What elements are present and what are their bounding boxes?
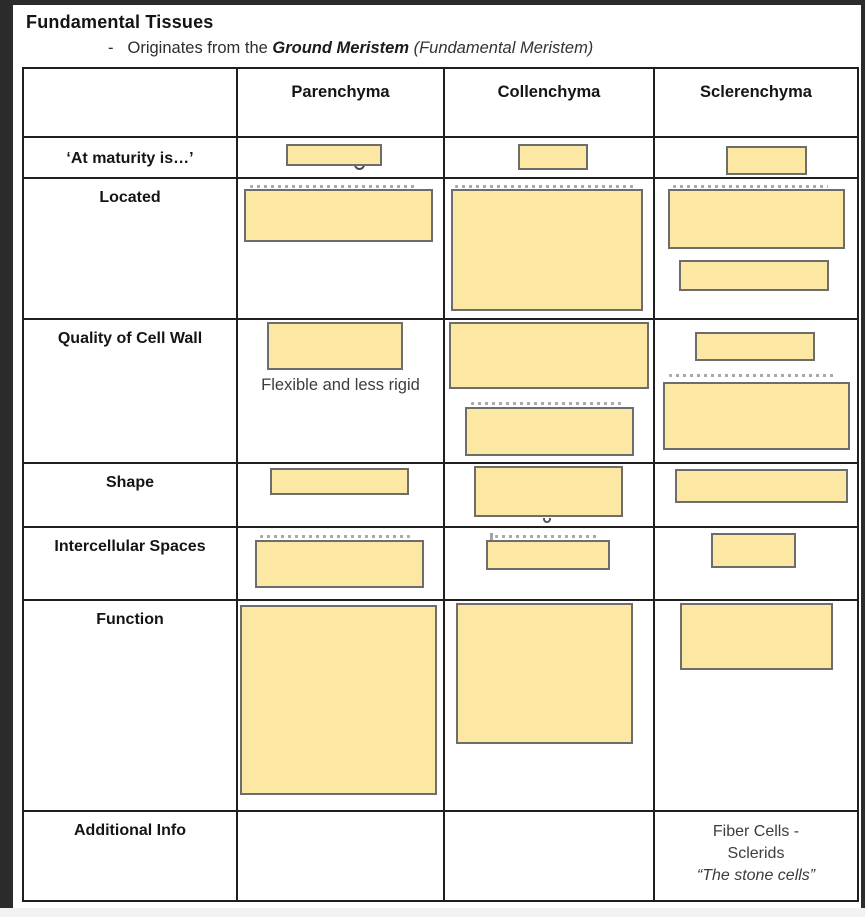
answer-cover-box[interactable] bbox=[240, 605, 437, 795]
screen-frame-right bbox=[861, 0, 865, 908]
cell-additional-sclerenchyma: Fiber Cells - Sclerids “The stone cells” bbox=[655, 812, 857, 900]
occluded-text-fragment bbox=[543, 518, 551, 523]
screen-frame-top bbox=[0, 0, 865, 5]
cell-quality-sclerenchyma bbox=[655, 320, 857, 464]
row-label-quality: Quality of Cell Wall bbox=[24, 320, 238, 464]
row-label-shape: Shape bbox=[24, 464, 238, 528]
additional-info-line: Fiber Cells - bbox=[712, 823, 800, 840]
cell-shape-collenchyma bbox=[445, 464, 655, 528]
answer-cover-box[interactable] bbox=[726, 146, 807, 175]
header-cell-sclerenchyma: Sclerenchyma bbox=[655, 69, 857, 138]
additional-info-line: Sclerids bbox=[727, 845, 785, 862]
cell-function-sclerenchyma bbox=[655, 601, 857, 812]
answer-cover-box[interactable] bbox=[456, 603, 633, 744]
row-label-located: Located bbox=[24, 179, 238, 320]
cell-function-parenchyma bbox=[238, 601, 445, 812]
answer-cover-box[interactable] bbox=[244, 189, 433, 242]
additional-info-line-italic: “The stone cells” bbox=[696, 867, 816, 884]
answer-cover-box[interactable] bbox=[668, 189, 845, 249]
row-label-at-maturity: ‘At maturity is…’ bbox=[24, 138, 238, 179]
answer-cover-box[interactable] bbox=[270, 468, 409, 495]
additional-info-text: Fiber Cells - Sclerids “The stone cells” bbox=[655, 821, 857, 887]
answer-cover-box[interactable] bbox=[518, 144, 588, 170]
row-label-intercellular: Intercellular Spaces bbox=[24, 528, 238, 601]
answer-cover-box[interactable] bbox=[267, 322, 403, 370]
answer-cover-box[interactable] bbox=[679, 260, 829, 291]
cell-intercellular-sclerenchyma bbox=[655, 528, 857, 601]
tissues-table: Parenchyma Collenchyma Sclerenchyma ‘At … bbox=[22, 67, 859, 902]
screen-frame-left bbox=[0, 0, 13, 908]
bullet-term-italic: (Fundamental Meristem) bbox=[409, 39, 594, 57]
occluded-text-fragment bbox=[354, 163, 365, 170]
header-cell-collenchyma: Collenchyma bbox=[445, 69, 655, 138]
cell-function-collenchyma bbox=[445, 601, 655, 812]
occluded-text-fragment bbox=[495, 535, 600, 538]
header-cell-parenchyma: Parenchyma bbox=[238, 69, 445, 138]
answer-cover-box[interactable] bbox=[465, 407, 634, 456]
occluded-text-fragment bbox=[669, 374, 837, 377]
answer-cover-box[interactable] bbox=[286, 144, 382, 166]
answer-cover-box[interactable] bbox=[474, 466, 623, 517]
row-label-function: Function bbox=[24, 601, 238, 812]
cell-maturity-collenchyma bbox=[445, 138, 655, 179]
cell-quality-parenchyma: Flexible and less rigid bbox=[238, 320, 445, 464]
bullet-line: -Originates from the Ground Meristem (Fu… bbox=[108, 39, 593, 58]
answer-cover-box[interactable] bbox=[663, 382, 850, 450]
answer-cover-box[interactable] bbox=[451, 189, 643, 311]
occluded-text-fragment bbox=[250, 185, 418, 188]
occluded-text-fragment bbox=[455, 185, 635, 188]
answer-cover-box[interactable] bbox=[711, 533, 796, 568]
header-cell-empty bbox=[24, 69, 238, 138]
cell-maturity-sclerenchyma bbox=[655, 138, 857, 179]
occluded-text-fragment bbox=[490, 533, 493, 541]
cell-additional-parenchyma bbox=[238, 812, 445, 900]
occluded-text-fragment bbox=[673, 185, 828, 188]
quality-parenchyma-text: Flexible and less rigid bbox=[261, 376, 420, 394]
screen-frame-bottom bbox=[0, 908, 865, 917]
cell-intercellular-collenchyma bbox=[445, 528, 655, 601]
answer-cover-box[interactable] bbox=[675, 469, 848, 503]
cell-shape-parenchyma bbox=[238, 464, 445, 528]
answer-cover-box[interactable] bbox=[486, 540, 610, 570]
occluded-text-fragment bbox=[260, 535, 410, 538]
answer-cover-box[interactable] bbox=[255, 540, 424, 588]
cell-additional-collenchyma bbox=[445, 812, 655, 900]
cell-intercellular-parenchyma bbox=[238, 528, 445, 601]
bullet-dash: - bbox=[108, 39, 114, 57]
cell-located-collenchyma bbox=[445, 179, 655, 320]
bullet-term-bold: Ground Meristem bbox=[272, 39, 409, 57]
cell-shape-sclerenchyma bbox=[655, 464, 857, 528]
cell-located-sclerenchyma bbox=[655, 179, 857, 320]
answer-cover-box[interactable] bbox=[680, 603, 833, 670]
page-title: Fundamental Tissues bbox=[26, 12, 214, 32]
occluded-text-fragment bbox=[471, 402, 621, 405]
row-label-additional-info: Additional Info bbox=[24, 812, 238, 900]
answer-cover-box[interactable] bbox=[695, 332, 815, 361]
answer-cover-box[interactable] bbox=[449, 322, 649, 389]
cell-maturity-parenchyma bbox=[238, 138, 445, 179]
cell-quality-collenchyma bbox=[445, 320, 655, 464]
bullet-text: Originates from the bbox=[127, 39, 273, 57]
cell-located-parenchyma bbox=[238, 179, 445, 320]
